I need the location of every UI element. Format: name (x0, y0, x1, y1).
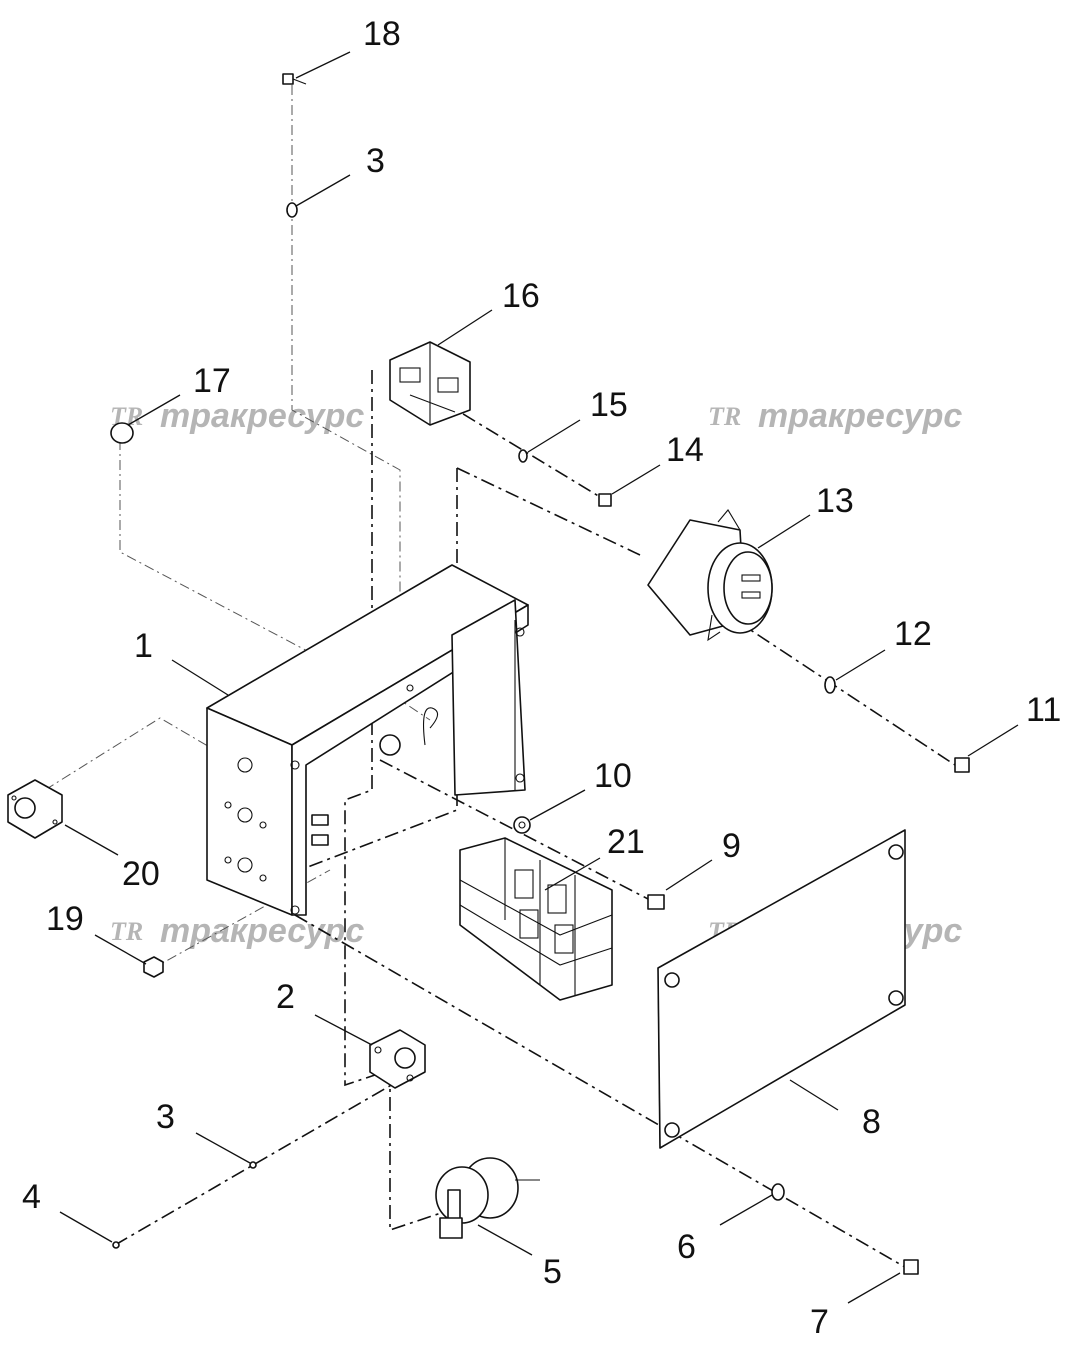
part-key-switch (435, 1157, 540, 1239)
watermark-text: тракресурс (758, 397, 962, 435)
callout-3-top: 3 (366, 142, 385, 180)
part-relay-block (459, 837, 613, 1001)
callout-2: 2 (276, 978, 295, 1016)
part-switch (369, 1029, 426, 1089)
callout-16: 16 (502, 277, 540, 315)
callout-20: 20 (122, 855, 160, 893)
callout-14: 14 (666, 431, 704, 469)
callout-5: 5 (543, 1253, 562, 1291)
part-cover-panel (657, 829, 906, 1149)
part-push-button (7, 779, 63, 839)
callout-9: 9 (722, 827, 741, 865)
fasteners (110, 73, 970, 1275)
callout-labels: 18 3 16 17 15 14 13 12 11 1 10 21 9 20 1… (22, 15, 1061, 1341)
part-connector-bracket (389, 341, 471, 426)
callout-1: 1 (134, 627, 153, 665)
callout-13: 13 (816, 482, 854, 520)
watermark-logo: TR (708, 402, 741, 431)
callout-11: 11 (1026, 691, 1061, 729)
callout-3-bottom: 3 (156, 1098, 175, 1136)
callout-8: 8 (862, 1103, 881, 1141)
watermark-text: тракресурс (160, 397, 364, 435)
callout-15: 15 (590, 386, 628, 424)
part-box-housing (206, 564, 529, 916)
callout-21: 21 (607, 823, 645, 861)
watermark-top-right: TR тракресурс (708, 397, 962, 435)
callout-6: 6 (677, 1228, 696, 1266)
leader-lines (59, 51, 1019, 1304)
callout-17: 17 (193, 362, 231, 400)
callout-12: 12 (894, 615, 932, 653)
callout-4: 4 (22, 1178, 41, 1216)
watermark-top-left: TR тракресурс (110, 397, 364, 435)
watermark-logo: TR (110, 917, 143, 946)
callout-7: 7 (810, 1303, 829, 1341)
watermark-bottom-left: TR тракресурс (110, 912, 364, 950)
callout-19: 19 (46, 900, 84, 938)
part-power-socket (647, 509, 773, 642)
watermark-text: тракресурс (160, 912, 364, 950)
callout-18: 18 (363, 15, 401, 53)
callout-10: 10 (594, 757, 632, 795)
